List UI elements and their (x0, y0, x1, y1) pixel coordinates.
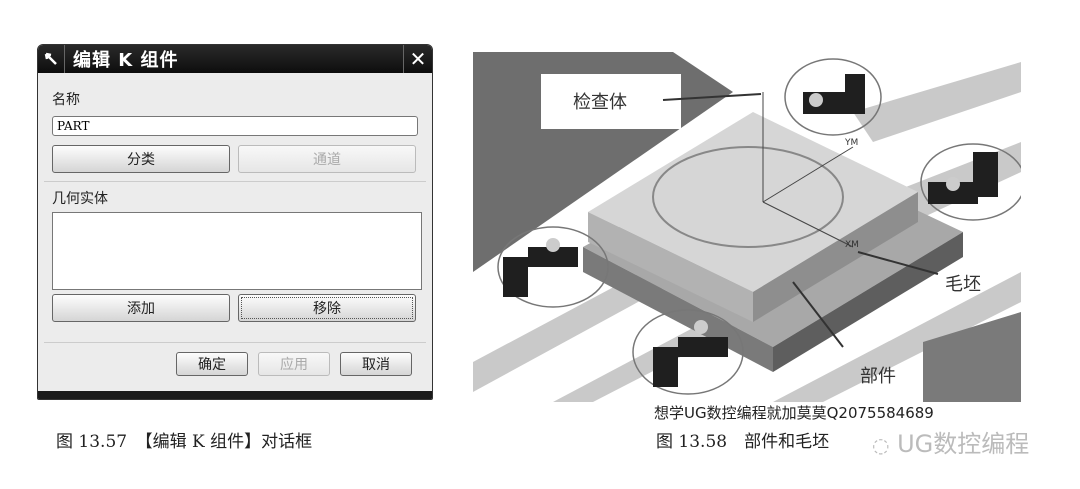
caption-figure-13-58: 图 13.58 部件和毛坯 (656, 432, 830, 452)
name-input[interactable]: PART (52, 116, 418, 136)
ok-button[interactable]: 确定 (176, 352, 248, 376)
part-label: 部件 (860, 366, 896, 387)
caption-figure-13-57: 图 13.57 【编辑 K 组件】对话框 (56, 432, 313, 452)
channel-button[interactable]: 通道 (238, 145, 416, 173)
dialog-title: 编辑 K 组件 (73, 50, 179, 71)
ym-axis-label: YM (845, 138, 859, 148)
dialog-titlebar: 编辑 K 组件 ✕ (38, 45, 432, 73)
geometry-list[interactable] (52, 212, 422, 290)
close-icon[interactable]: ✕ (403, 45, 432, 73)
divider (44, 342, 426, 343)
xm-axis-label: XM (845, 240, 859, 250)
divider (44, 181, 426, 182)
name-label: 名称 (52, 92, 80, 108)
cancel-button[interactable]: 取消 (340, 352, 412, 376)
dialog-bottom-bar (38, 391, 432, 399)
pin-icon[interactable] (38, 45, 65, 73)
blank-label: 毛坯 (945, 274, 981, 295)
part-blank-illustration: 检查体 YM XM 毛坯 部件 (473, 52, 1026, 402)
add-button[interactable]: 添加 (52, 294, 230, 322)
watermark-brand: UG数控编程 (897, 430, 1030, 458)
remove-button[interactable]: 移除 (238, 294, 416, 322)
watermark-text: 想学UG数控编程就加莫莫Q2075584689 (654, 404, 934, 422)
wechat-icon: ◌ (872, 433, 890, 457)
classify-button[interactable]: 分类 (52, 145, 230, 173)
geometry-label: 几何实体 (52, 191, 108, 207)
check-body-label: 检查体 (573, 92, 627, 113)
edit-k-component-dialog: 编辑 K 组件 ✕ 名称 PART 分类 通道 几何实体 添加 移除 确定 应用… (37, 44, 433, 400)
apply-button[interactable]: 应用 (258, 352, 330, 376)
watermark-logo: ◌ UG数控编程 (872, 424, 1029, 459)
